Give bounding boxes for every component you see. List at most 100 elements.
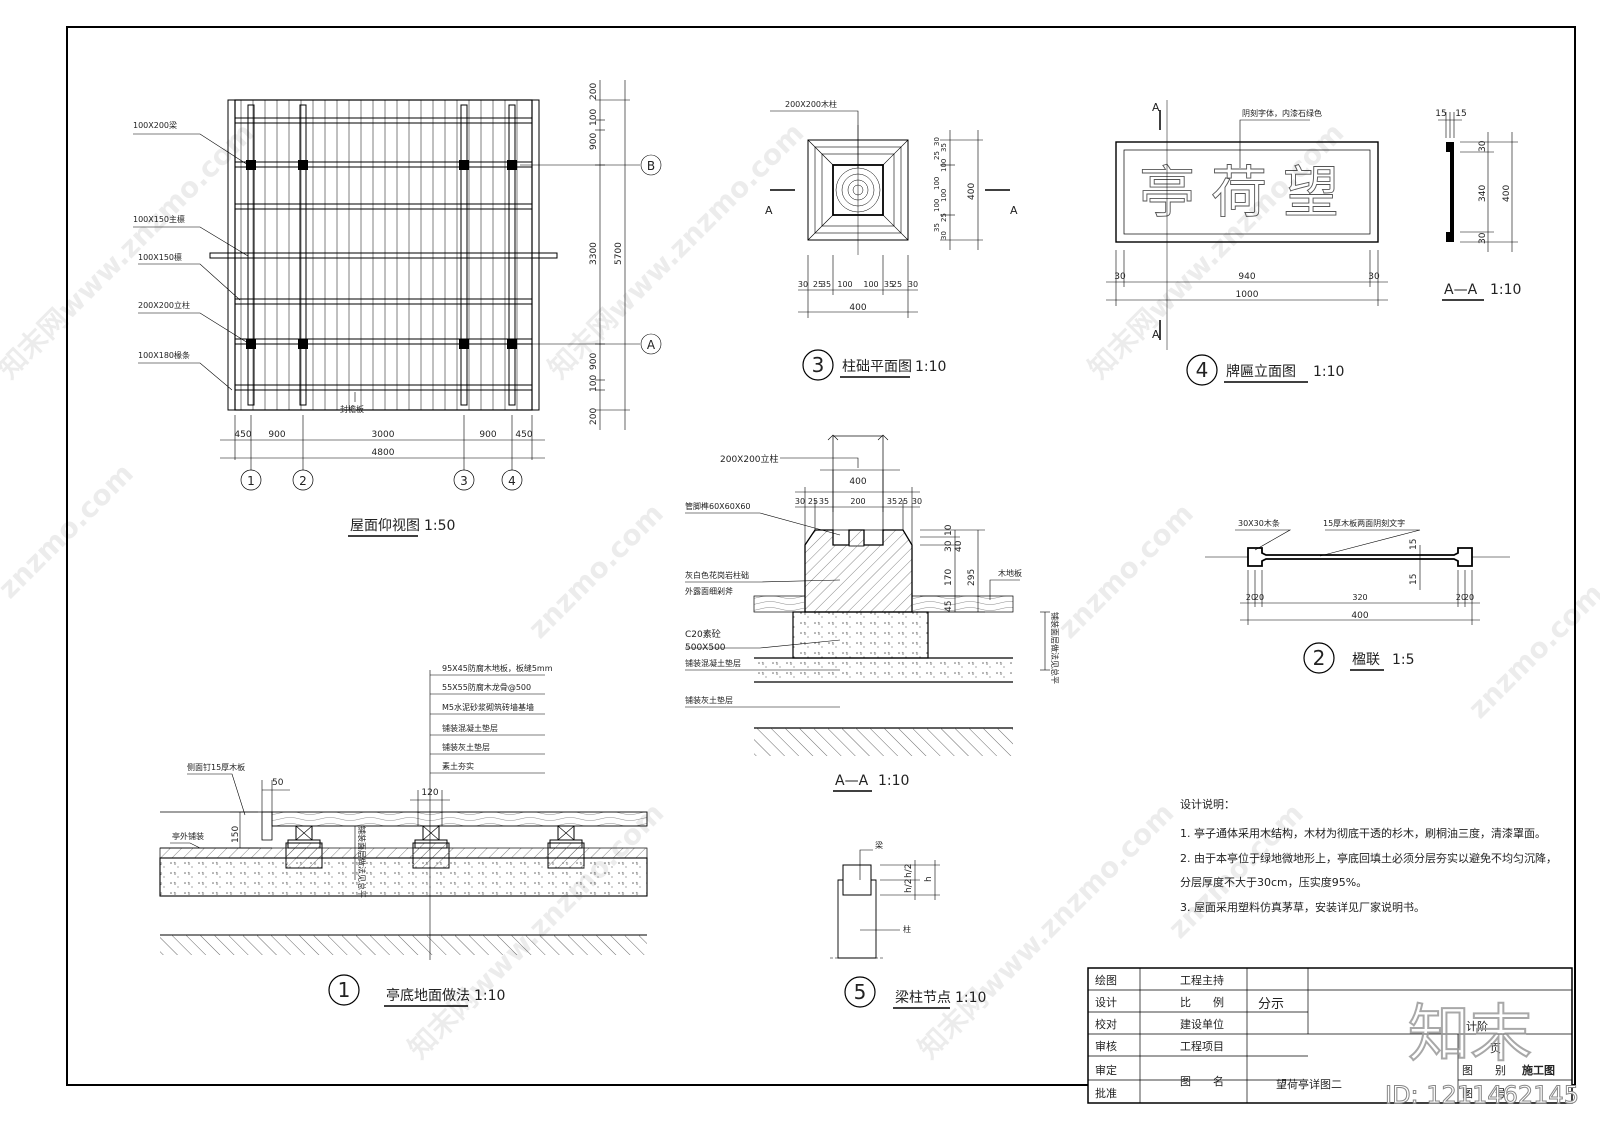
axis-b: B xyxy=(647,159,655,173)
tb-drawing-name: 望荷亭详图二 xyxy=(1276,1077,1342,1091)
tb-field-3: 工程项目 xyxy=(1180,1040,1224,1053)
tb-row-1: 设计 xyxy=(1095,996,1117,1009)
axis-col-bubbles xyxy=(240,469,523,491)
joint-num: 5 xyxy=(854,980,867,1004)
floor-layer-label: 素土夯实 xyxy=(442,761,474,771)
plaque-bottom-dims xyxy=(1106,250,1388,306)
sec-dim-r1: 30 xyxy=(944,540,954,552)
plaque-note: 阴刻字体，内漆石绿色 xyxy=(1242,108,1322,118)
couplet-dim-total: 400 xyxy=(1351,611,1368,621)
floor-num: 1 xyxy=(338,978,351,1002)
fp-dim-r: 100 xyxy=(940,159,948,172)
roof-bottom-dims xyxy=(220,415,545,470)
tb-cat-value: 施工图 xyxy=(1522,1063,1555,1077)
sec-dim-top: 200 xyxy=(850,497,865,506)
sec-a-right: A xyxy=(1010,204,1018,217)
joint-dims xyxy=(880,860,940,900)
roof-leaders xyxy=(133,133,356,402)
tb-row-0: 绘图 xyxy=(1095,973,1117,987)
joint-dim-1: h/2 xyxy=(904,879,914,893)
sec-dim-top: 25 xyxy=(808,497,818,506)
plaque-section-dims xyxy=(1438,112,1518,252)
sec-label-stone2: 外露面细剁斧 xyxy=(685,586,733,596)
sec-top-dims xyxy=(795,469,920,545)
joint-scale: 1:10 xyxy=(955,990,986,1006)
plaque-sec-dim1: 15 xyxy=(1455,109,1466,119)
c20-pad xyxy=(792,611,929,659)
wm-2: 知末网www.znzmo.com xyxy=(542,116,811,385)
sec-right-dims xyxy=(920,529,985,613)
layer-earth xyxy=(754,728,1013,756)
sec-dim-r5: 45 xyxy=(944,601,954,612)
notes-line-4: 3. 屋面采用塑料仿真茅草，安装详见厂家说明书。 xyxy=(1180,900,1425,914)
fascia-left xyxy=(227,99,236,411)
plaque-dim-r2: 30 xyxy=(1478,232,1488,244)
floor-dim-2: 120 xyxy=(421,788,438,798)
floor-label-vert: 铺装面层做法见总平 xyxy=(357,826,367,898)
plaque-section xyxy=(1446,142,1454,242)
tb-page-label: 页 xyxy=(1490,1042,1501,1055)
sec-dim-top: 35 xyxy=(887,497,897,506)
joint-label-beam: 梁 xyxy=(875,841,883,850)
tb-cat-label: 图 别 xyxy=(1462,1064,1506,1077)
fp-dim-b: 25 xyxy=(813,280,823,289)
floor-label-outside: 亭外铺装 xyxy=(172,831,204,841)
plaque-dim-r0: 30 xyxy=(1478,140,1488,152)
plaque-sec-scale: 1:10 xyxy=(1490,282,1521,298)
joint-column xyxy=(837,879,877,959)
dim-b-4: 450 xyxy=(515,430,532,440)
fp-dim-r: 100 xyxy=(933,199,941,212)
footing-num-circle xyxy=(802,349,834,381)
couplet-dim-b: 20 xyxy=(1464,593,1474,602)
floor-layer-label: 铺装灰土垫层 xyxy=(442,742,490,752)
axis-row-lines xyxy=(520,154,662,355)
floor-deck xyxy=(271,811,648,827)
wm-3: 知末网www.znzmo.com xyxy=(1082,116,1351,385)
axis-a: A xyxy=(647,338,656,352)
fp-dim-b: 100 xyxy=(837,280,852,289)
sec-label-side: 铺装面层做法见总平 xyxy=(1050,612,1060,684)
beams xyxy=(247,104,516,406)
couplet-dim-b: 20 xyxy=(1246,593,1256,602)
couplet-label-strip: 30X30木条 xyxy=(1238,518,1280,528)
dim-b-0: 450 xyxy=(234,430,251,440)
couplet-dim-b: 20 xyxy=(1254,593,1264,602)
joint-dim-2: h xyxy=(924,876,934,882)
floor-paving xyxy=(159,847,648,859)
columns xyxy=(246,160,517,349)
couplet-dims xyxy=(1240,545,1480,625)
dim-r-1: 100 xyxy=(589,109,599,126)
sec-leaders xyxy=(685,512,1050,708)
plaque-dim-total: 1000 xyxy=(1236,290,1259,300)
axis-1: 1 xyxy=(247,474,255,488)
footing-right-dims xyxy=(940,130,983,250)
sec-label-layer1: 铺装混凝土垫层 xyxy=(685,658,741,668)
couplet-leaders xyxy=(1235,529,1421,557)
couplet-num: 2 xyxy=(1313,646,1326,670)
plaque-sec-dim0: 15 xyxy=(1435,109,1446,119)
floor-earth xyxy=(160,935,647,955)
dim-total-w: 4800 xyxy=(372,448,395,458)
dim-r-3: 3300 xyxy=(589,242,599,265)
notes-line-2: 2. 由于本亭位于绿地微地形上，亭底回填土必须分层夯实以避免不均匀沉降， xyxy=(1180,851,1557,865)
sec-dim-top: 35 xyxy=(819,497,829,506)
roof-plan-title: 屋面仰视图 xyxy=(350,518,420,534)
roof-right-dims xyxy=(595,80,630,430)
floor-dims xyxy=(170,773,450,880)
purlins xyxy=(209,117,558,391)
floor-layer-label: 55X55防腐木龙骨@500 xyxy=(442,682,531,692)
dim-r-0: 200 xyxy=(589,83,599,100)
sec-label-dowel: 管脚榫60X60X60 xyxy=(685,501,751,511)
fp-dim-b: 25 xyxy=(892,280,902,289)
fp-dim-b: 100 xyxy=(863,280,878,289)
plaque-dim-b0: 30 xyxy=(1114,272,1126,282)
fp-dim-r: 35 xyxy=(933,223,941,232)
plaque: 亭荷望 A A 阴刻字体，内漆石绿色 30 940 30 1000 4 牌匾立面… xyxy=(1106,100,1521,386)
wm-10: znzmo.com xyxy=(1462,577,1600,725)
fp-dim-r: 100 xyxy=(940,189,948,202)
fp-dim-b: 35 xyxy=(821,280,831,289)
floor-dim-1: 150 xyxy=(231,826,241,843)
